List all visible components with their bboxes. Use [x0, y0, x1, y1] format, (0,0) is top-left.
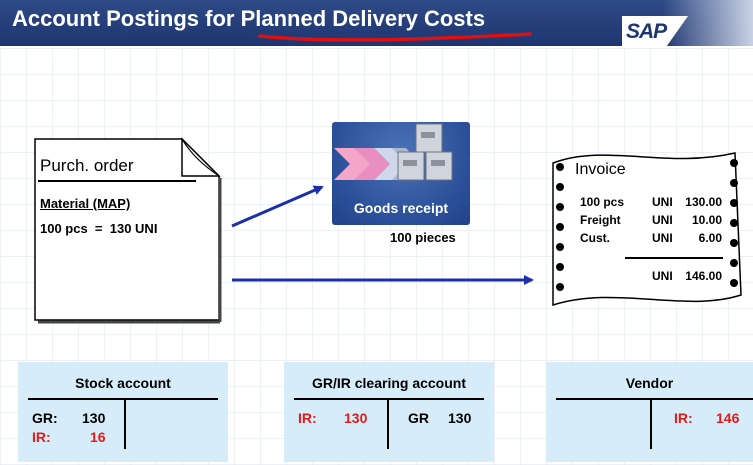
vendor-credit-label: IR:: [674, 410, 693, 426]
invoice-row-unit: UNI: [652, 213, 673, 227]
t-account-vertical-line: [650, 399, 652, 449]
sap-logo-text: SAP: [626, 20, 667, 43]
po-quantity-line: 100 pcs = 130 UNI: [40, 221, 158, 236]
invoice-title: Invoice: [575, 161, 626, 178]
stock-debit-label: IR:: [32, 429, 51, 445]
invoice-row-desc: 100 pcs: [580, 195, 625, 209]
document-icon: [34, 137, 222, 324]
slide-title: Account Postings for Planned Delivery Co…: [12, 6, 485, 32]
invoice-row-unit: UNI: [652, 195, 673, 209]
t-account-horizontal-line: [294, 398, 484, 400]
po-title: Purch. order: [40, 156, 134, 175]
grir-account-title: GR/IR clearing account: [311, 375, 467, 391]
slide-header: Account Postings for Planned Delivery Co…: [0, 0, 753, 46]
invoice-row-amount: 10.00: [691, 213, 722, 227]
t-account-horizontal-line: [28, 398, 218, 400]
invoice-paper-icon: [552, 152, 742, 307]
invoice-row-amount: 6.00: [698, 231, 722, 245]
grir-credit-label: GR: [408, 410, 429, 426]
grir-debit-label: IR:: [298, 410, 317, 426]
t-account-vertical-line: [387, 399, 389, 449]
vendor-account: Vendor IR: 146: [546, 362, 753, 462]
stock-debit-label: GR:: [32, 410, 58, 426]
po-divider: [38, 180, 196, 182]
goods-receipt-label: Goods receipt: [353, 200, 449, 216]
vendor-account-title: Vendor: [625, 375, 674, 391]
grir-credit-value: 130: [448, 410, 472, 426]
invoice-total-divider: [625, 257, 723, 259]
invoice-document: Invoice 100 pcs UNI 130.00 Freight UNI 1…: [545, 145, 751, 315]
t-account-vertical-line: [124, 399, 126, 449]
title-prefix: Account Postings for: [12, 6, 241, 31]
invoice-row-unit: UNI: [652, 231, 673, 245]
invoice-row-desc: Freight: [580, 213, 621, 227]
invoice-row-amount: 130.00: [685, 195, 722, 209]
po-to-goods-receipt-arrow: [231, 185, 324, 228]
invoice-total-amount: 146.00: [685, 269, 722, 283]
stock-account-title: Stock account: [75, 375, 171, 391]
stock-debit-value: 16: [90, 429, 106, 445]
grir-clearing-account: GR/IR clearing account IR: 130 GR 130: [284, 362, 494, 462]
invoice-row-desc: Cust.: [580, 231, 610, 245]
purchase-order-document: Purch. order Material (MAP) 100 pcs = 13…: [32, 136, 222, 324]
goods-receipt-box: Goods receipt: [332, 122, 470, 225]
vendor-credit-value: 146: [716, 410, 740, 426]
stock-account: Stock account GR: 130 IR: 16: [18, 362, 228, 462]
t-account-horizontal-line: [556, 398, 753, 400]
goods-receipt-icon: [334, 123, 453, 181]
invoice-total-unit: UNI: [652, 269, 673, 283]
grir-debit-value: 130: [344, 410, 368, 426]
title-emphasis: Planned Delivery Costs: [240, 6, 486, 31]
po-material-label: Material (MAP): [40, 196, 131, 211]
red-underline-mark: [258, 32, 532, 42]
stock-debit-value: 130: [82, 410, 106, 426]
goods-receipt-quantity: 100 pieces: [390, 230, 456, 245]
